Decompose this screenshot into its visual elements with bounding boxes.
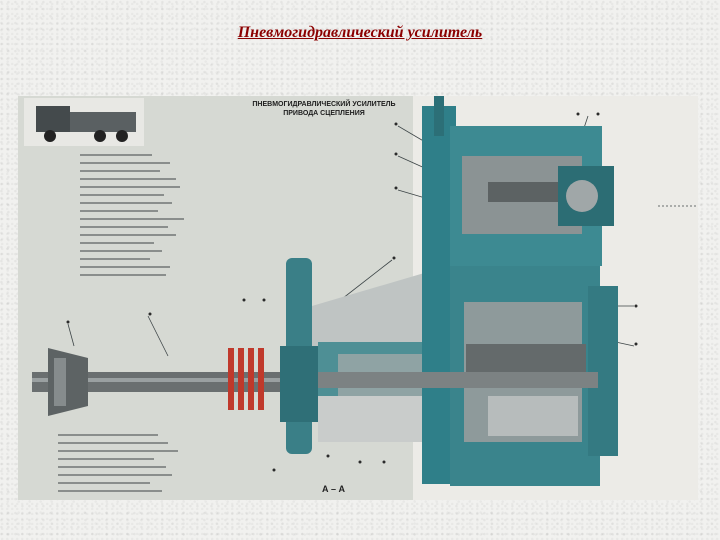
return-spring bbox=[228, 348, 264, 410]
poster-photo: ПНЕВМОГИДРАВЛИЧЕСКИЙ УСИЛИТЕЛЬ ПРИВОДА С… bbox=[18, 96, 698, 500]
legend-bottom bbox=[58, 434, 178, 492]
legend-top bbox=[80, 154, 184, 276]
slide-title: Пневмогидравлический усилитель bbox=[237, 24, 483, 41]
release-fork bbox=[280, 258, 448, 454]
truck-thumbnail bbox=[24, 98, 144, 146]
poster-title: ПНЕВМОГИДРАВЛИЧЕСКИЙ УСИЛИТЕЛЬ ПРИВОДА С… bbox=[252, 101, 396, 117]
piston-rod bbox=[318, 372, 598, 388]
clutch-booster-diagram bbox=[18, 96, 698, 500]
callout-marks bbox=[66, 112, 638, 472]
section-mark: А – А bbox=[322, 484, 346, 494]
